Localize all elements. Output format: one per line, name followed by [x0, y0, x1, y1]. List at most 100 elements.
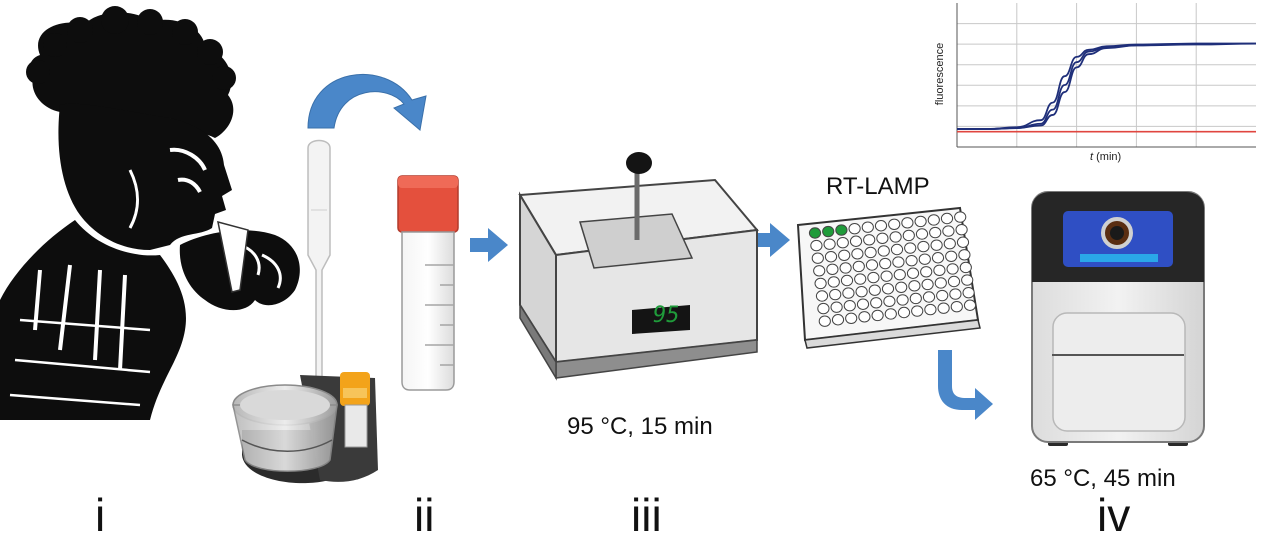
well	[956, 236, 970, 248]
well	[874, 220, 888, 232]
incubator-condition: 65 °C, 45 min	[1030, 465, 1176, 492]
well	[839, 262, 852, 274]
fluorescence-chart	[956, 3, 1257, 148]
well	[843, 300, 856, 312]
well	[917, 240, 930, 253]
well	[883, 295, 896, 308]
plate-wells	[808, 211, 977, 327]
well	[936, 289, 949, 302]
well	[880, 270, 893, 282]
well	[895, 281, 908, 293]
well	[909, 292, 922, 305]
well	[848, 222, 861, 235]
well	[943, 238, 956, 250]
well	[958, 249, 971, 261]
well-positive	[835, 224, 848, 236]
pipette	[307, 139, 331, 381]
well	[962, 286, 975, 299]
well-plate	[796, 206, 981, 349]
well	[861, 221, 874, 233]
well	[817, 302, 830, 315]
well	[904, 242, 917, 254]
well	[827, 276, 840, 288]
person-silhouette	[0, 6, 300, 420]
well	[826, 263, 839, 276]
collection-funnel	[217, 220, 249, 293]
well	[920, 266, 933, 278]
well	[856, 298, 870, 310]
well	[892, 256, 905, 268]
well	[933, 264, 946, 277]
well	[940, 212, 954, 225]
arrow-to-plate	[752, 223, 790, 257]
well	[865, 259, 879, 271]
well	[823, 238, 836, 250]
chart-xlabel: t (min)	[1090, 151, 1121, 163]
heat-block-well	[579, 213, 694, 269]
well	[911, 305, 924, 317]
well	[954, 211, 967, 223]
well	[814, 277, 827, 290]
well	[824, 251, 838, 263]
thermometer-knob	[626, 152, 652, 174]
well	[858, 311, 871, 323]
chart-xlabel-var: t	[1090, 151, 1094, 163]
well	[810, 239, 823, 252]
well	[818, 315, 831, 327]
heater-condition: 95 °C, 15 min	[567, 413, 713, 440]
well	[930, 239, 943, 251]
well	[949, 288, 962, 300]
well	[867, 271, 880, 284]
well	[829, 288, 842, 301]
head	[58, 103, 232, 250]
well	[927, 214, 940, 226]
well	[881, 283, 895, 295]
well	[830, 301, 843, 313]
well	[831, 314, 845, 326]
well	[889, 231, 902, 243]
well	[893, 269, 906, 281]
well	[854, 273, 867, 285]
well	[815, 290, 829, 302]
well	[838, 249, 851, 262]
chart-ylabel: fluorescence	[934, 42, 946, 106]
well	[908, 280, 921, 292]
well	[879, 257, 892, 270]
well	[915, 228, 929, 240]
well	[871, 309, 884, 322]
arrow-to-heater	[470, 228, 508, 262]
well	[863, 234, 876, 246]
well	[851, 248, 864, 260]
well	[877, 245, 890, 257]
chart-xlabel-unit: (min)	[1093, 151, 1122, 163]
well	[963, 299, 977, 311]
well	[961, 274, 974, 286]
well	[896, 294, 909, 306]
well	[840, 274, 854, 287]
well-positive	[808, 227, 822, 239]
well	[842, 287, 855, 299]
well	[870, 297, 883, 309]
well	[945, 250, 958, 262]
well	[849, 235, 863, 247]
chart-series-positive	[956, 42, 1257, 130]
well	[931, 252, 945, 264]
incubator	[1031, 191, 1205, 446]
well	[888, 218, 901, 231]
well	[897, 306, 911, 319]
well	[890, 243, 904, 256]
well	[884, 308, 897, 320]
step-label-iv: iv	[1097, 489, 1131, 541]
well-positive	[822, 225, 835, 238]
well	[864, 246, 877, 259]
well	[901, 217, 914, 229]
well	[934, 277, 947, 289]
sample-tube	[397, 175, 459, 391]
well	[929, 226, 942, 239]
well	[836, 237, 849, 249]
well	[852, 260, 865, 273]
well	[937, 302, 950, 314]
well	[845, 312, 858, 324]
